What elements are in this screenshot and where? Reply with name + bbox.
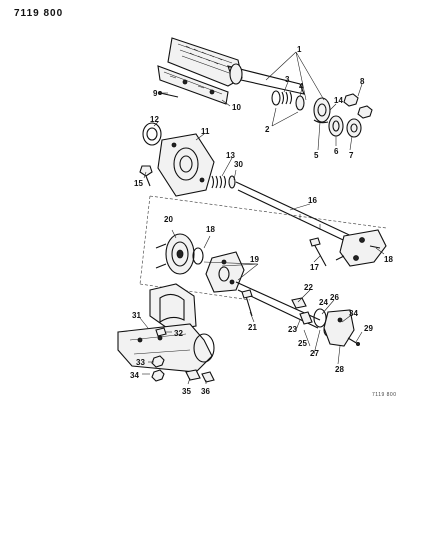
assembly-boundary-dashed (139, 195, 387, 301)
callout-28: 28 (335, 365, 344, 374)
pinch-bolt-17 (309, 237, 327, 267)
clip-35-36 (185, 369, 215, 383)
callout-15: 15 (134, 179, 143, 188)
callout-30: 30 (234, 160, 243, 169)
callout-29: 29 (364, 324, 373, 333)
column-jacket-shroud (167, 37, 305, 95)
callout-24: 24 (319, 298, 328, 307)
callout-17: 17 (310, 263, 319, 272)
steering-shaft (235, 181, 361, 249)
callout-12: 12 (150, 115, 159, 124)
spring-and-bearing-stack (271, 90, 305, 111)
column-spring (211, 175, 236, 189)
mounting-bolt-15 (139, 165, 153, 187)
callout-13: 13 (226, 151, 235, 160)
intermediate-shaft (235, 281, 333, 337)
callout-36: 36 (201, 387, 210, 396)
callout-10: 10 (232, 103, 241, 112)
seal-ring (142, 122, 162, 146)
callout-19: 19 (250, 255, 259, 264)
callout-33: 33 (136, 358, 145, 367)
callout-25: 25 (298, 339, 307, 348)
callout-18b: 18 (206, 225, 215, 234)
callout-34b: 34 (349, 309, 358, 318)
callout-11: 11 (201, 127, 210, 136)
bracket-bolt (157, 91, 179, 98)
callout-6: 6 (334, 147, 339, 156)
flexible-coupling-disc (155, 233, 195, 275)
bolt-21 (241, 289, 253, 317)
diagram-footer-code: 7119 800 (372, 392, 397, 398)
callout-8: 8 (360, 77, 365, 86)
retaining-nuts (343, 93, 373, 119)
bearing-retainer-assembly (313, 97, 362, 138)
callout-1: 1 (297, 45, 302, 54)
callout-26: 26 (330, 293, 339, 302)
lower-mount-bracket (149, 283, 197, 331)
bolt-29 (347, 337, 360, 346)
callout-32: 32 (174, 329, 183, 338)
callout-9: 9 (153, 89, 158, 98)
callout-23: 23 (288, 325, 297, 334)
callout-22: 22 (304, 283, 313, 292)
callout-3: 3 (285, 75, 290, 84)
lower-joint-yoke (323, 309, 355, 347)
callout-labels: 1 2 3 4 5 6 7 8 9 10 11 12 13 14 15 16 1… (130, 45, 393, 396)
callout-18a: 18 (384, 255, 393, 264)
universal-joint-upper (335, 229, 387, 267)
fastener-32 (155, 327, 167, 337)
callout-34a: 34 (130, 371, 139, 380)
callout-21: 21 (248, 323, 257, 332)
callout-7: 7 (349, 151, 354, 160)
steering-gear-housing (117, 323, 215, 373)
leader-lines (139, 51, 385, 385)
callout-35: 35 (182, 387, 191, 396)
callout-5: 5 (314, 151, 319, 160)
column-bracket (157, 65, 229, 105)
coupling-flange (205, 251, 245, 293)
diagram-header-code: 7119 800 (14, 8, 64, 19)
callout-14: 14 (334, 96, 343, 105)
callout-27: 27 (310, 349, 319, 358)
callout-16: 16 (308, 196, 317, 205)
callout-20: 20 (164, 215, 173, 224)
callout-31: 31 (132, 311, 141, 320)
nut-33-34 (151, 355, 165, 382)
callout-4: 4 (299, 82, 304, 91)
callout-2: 2 (265, 125, 270, 134)
coupling-spacer-18 (192, 247, 204, 265)
bearing-housing-plate (157, 133, 215, 197)
